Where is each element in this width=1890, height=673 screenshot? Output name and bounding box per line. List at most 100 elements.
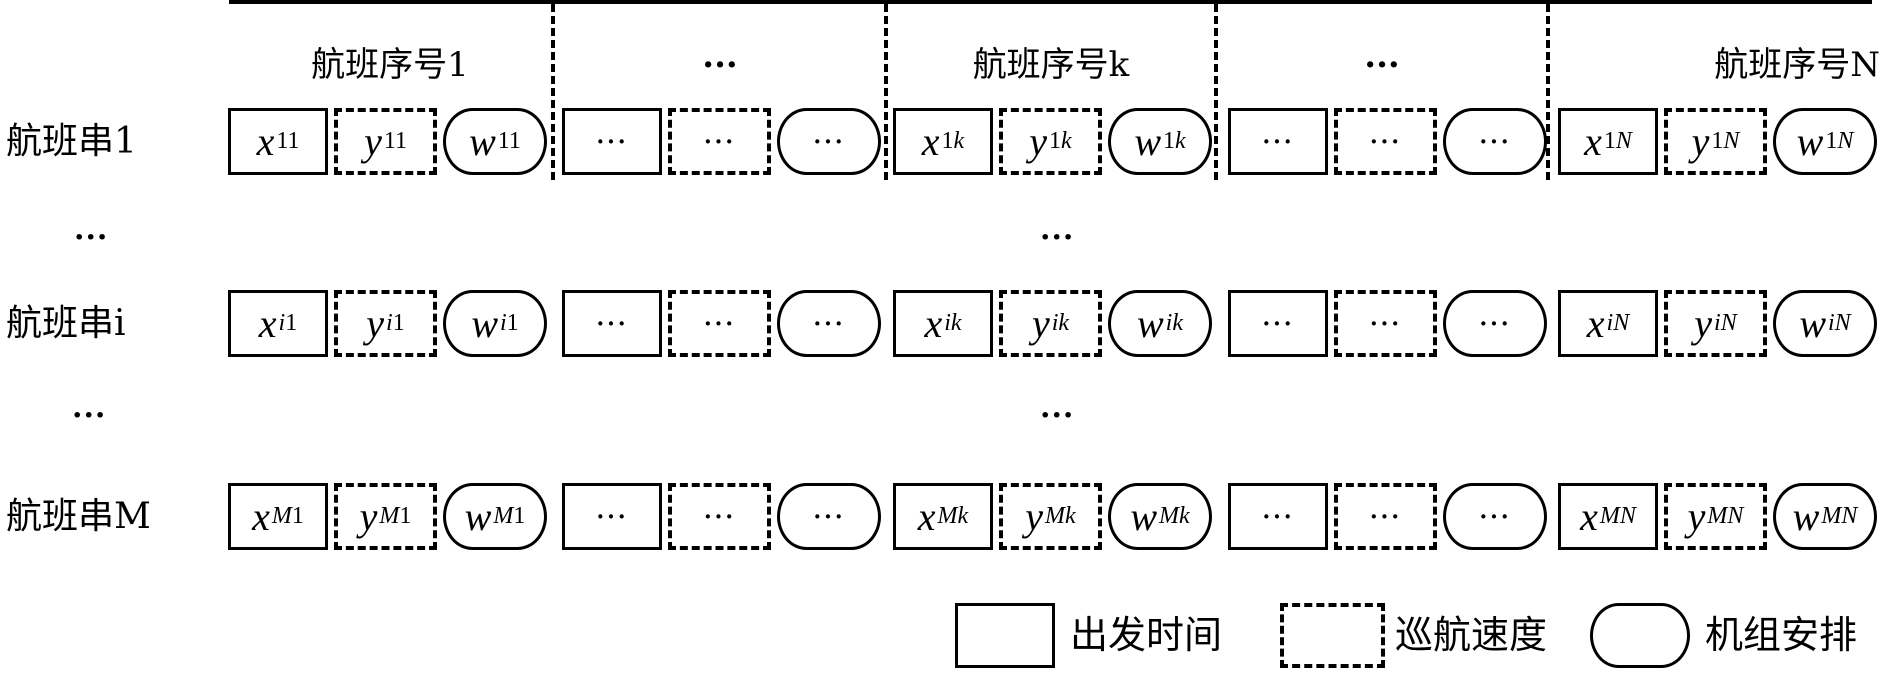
variable-subscript: Mk [1045,503,1076,529]
variable-subscript: M1 [493,503,526,529]
ellipsis: ··· [595,501,628,531]
variable-subscript: 11 [497,128,521,154]
variable-symbol: x [1586,300,1605,346]
row-label-i: 航班串i [6,303,126,344]
column-header-1: 航班序号1 [311,45,469,85]
variable-symbol: y [359,493,378,539]
variable-symbol: y [366,300,385,346]
row-ellipsis: ··· [72,398,107,433]
cell-ellipsis-crew-assignment: ··· [1443,108,1547,175]
top-rule [229,0,1872,4]
variable-subscript: ik [1051,310,1070,336]
ellipsis: ··· [1369,501,1402,531]
variable-symbol: x [252,493,270,539]
cell-ellipsis-departure-time: ··· [562,483,662,550]
column-separator [551,4,555,180]
variable-subscript: MN [1821,503,1858,529]
column-header-n: 航班序号N [1714,45,1880,85]
variable-symbol: y [1694,300,1713,346]
middle-row-ellipsis: ··· [1040,398,1075,433]
legend-swatch-cruise-speed [1280,603,1385,668]
cell-ellipsis-crew-assignment: ··· [777,483,881,550]
cell-ellipsis-crew-assignment: ··· [777,290,881,357]
row-ellipsis: ··· [74,220,109,255]
variable-subscript: M1 [379,503,412,529]
variable-subscript: ik [944,310,962,336]
variable-symbol: w [471,300,498,346]
row-label-1: 航班串1 [6,121,137,162]
variable-symbol: x [258,300,277,346]
variable-symbol: x [1580,493,1598,539]
cell-ellipsis-cruise-speed: ··· [668,483,771,550]
variable-symbol: y [1687,493,1706,539]
legend-label-crew-assignment: 机组安排 [1705,613,1858,657]
ellipsis: ··· [1261,501,1294,531]
variable-subscript: M1 [271,503,304,529]
variable-subscript: ik [1165,310,1183,336]
column-separator [1214,4,1218,180]
variable-subscript: MN [1599,503,1636,529]
ellipsis: ··· [595,126,628,156]
cell-ellipsis-crew-assignment: ··· [1443,290,1547,357]
ellipsis: ··· [1369,308,1402,338]
cell-ellipsis-crew-assignment: ··· [777,108,881,175]
variable-subscript: 1k [1163,128,1186,154]
variable-subscript: i1 [278,310,298,336]
variable-subscript: 11 [383,128,407,154]
variable-symbol: w [1136,300,1164,346]
variable-symbol: x [924,300,943,346]
variable-symbol: w [1134,118,1162,164]
variable-symbol: w [464,493,492,539]
ellipsis: ··· [595,308,628,338]
ellipsis: ··· [812,501,845,531]
column-header-ellipsis: ··· [1364,45,1400,85]
variable-symbol: y [1025,493,1044,539]
variable-symbol: w [1130,493,1158,539]
variable-subscript: iN [1714,310,1737,336]
variable-subscript: iN [1606,310,1630,336]
variable-symbol: x [256,118,275,164]
ellipsis: ··· [1261,126,1294,156]
variable-symbol: y [1029,118,1048,164]
middle-row-ellipsis: ··· [1040,220,1075,255]
legend-label-departure-time: 出发时间 [1070,613,1223,657]
variable-subscript: Mk [1159,503,1190,529]
variable-symbol: y [1691,118,1710,164]
cell-ellipsis-departure-time: ··· [562,108,662,175]
variable-subscript: 1N [1603,128,1632,154]
cell-ellipsis-cruise-speed: ··· [668,108,771,175]
ellipsis: ··· [703,501,736,531]
variable-symbol: w [1796,118,1824,164]
variable-subscript: i1 [386,310,405,336]
variable-subscript: 11 [276,128,300,154]
legend-label-cruise-speed: 巡航速度 [1395,613,1548,657]
legend-swatch-departure-time [955,603,1055,668]
variable-symbol: w [469,118,496,164]
ellipsis: ··· [1478,308,1511,338]
variable-symbol: y [1031,300,1050,346]
cell-ellipsis-departure-time: ··· [1228,483,1328,550]
cell-ellipsis-departure-time: ··· [562,290,662,357]
ellipsis: ··· [1369,126,1402,156]
ellipsis: ··· [1478,501,1511,531]
